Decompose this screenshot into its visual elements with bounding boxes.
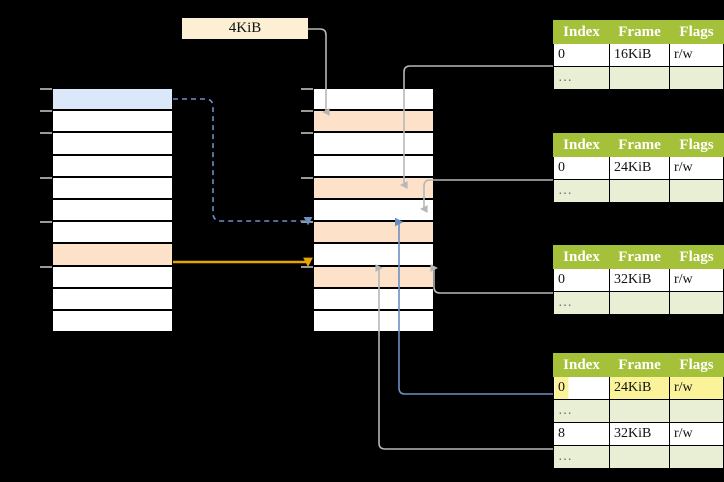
physical-memory-row (313, 176, 434, 199)
page-table-2-cell: 24KiB (609, 156, 670, 180)
page-size-label: 4KiB (182, 18, 308, 39)
page-table-1-cell: 0 (553, 43, 610, 67)
row-tick-mark (301, 265, 313, 268)
row-tick-mark (301, 110, 313, 113)
page-table-4-cell: 24KiB (609, 376, 670, 400)
virtual-address-space-row (52, 287, 173, 310)
physical-memory-row (313, 132, 434, 155)
row-tick-mark (301, 176, 313, 179)
virtual-address-space-row (52, 176, 173, 199)
page-table-4-cell: r/w (669, 422, 724, 446)
row-tick-mark (40, 265, 52, 268)
physical-memory-row (313, 199, 434, 222)
page-table-4-cell: 8 (553, 422, 610, 446)
page-table-1-cell (669, 66, 724, 90)
row-tick-mark (40, 132, 52, 135)
virtual-address-space-row (52, 221, 173, 244)
virtual-address-space-row (52, 110, 173, 133)
page-table-1-cell: … (553, 66, 610, 90)
page-table-4-cell: 0 (553, 376, 610, 400)
virtual-address-space-row (52, 132, 173, 155)
page-table-4-row: … (553, 445, 724, 469)
page-table-2-header-frame: Frame (609, 133, 670, 157)
page-table-4-cell (669, 399, 724, 423)
page-table-4-row: … (553, 399, 724, 423)
page-table-2-row: … (553, 179, 724, 203)
page-table-3-cell: r/w (669, 268, 724, 292)
page-table-4-cell: … (553, 399, 610, 423)
page-table-3-row: … (553, 291, 724, 315)
virtual-address-space-column (40, 88, 173, 333)
physical-memory-column (301, 88, 434, 333)
page-table-3-cell (609, 291, 670, 315)
page-table-2-cell (609, 179, 670, 203)
physical-memory-row (313, 287, 434, 310)
physical-memory-row (313, 310, 434, 333)
row-tick-mark (40, 110, 52, 113)
page-table-2-cell: 0 (553, 156, 610, 180)
row-tick-mark (301, 221, 313, 224)
page-table-3-cell: … (553, 291, 610, 315)
physical-memory-row (313, 88, 434, 111)
page-table-1-cell: r/w (669, 43, 724, 67)
virtual-address-space-row (52, 88, 173, 111)
virtual-address-space-row (52, 154, 173, 177)
row-tick-mark (40, 88, 52, 90)
page-table-3-cell: 0 (553, 268, 610, 292)
page-table-2-header-index: Index (553, 133, 610, 157)
page-table-4-header-index: Index (553, 353, 610, 377)
page-table-3-header-flags: Flags (669, 245, 724, 269)
virtual-address-space-row (52, 199, 173, 222)
page-table-1-header-frame: Frame (609, 20, 670, 44)
physical-memory-row (313, 265, 434, 288)
page-table-1-header-flags: Flags (669, 20, 724, 44)
page-table-3-header-frame: Frame (609, 245, 670, 269)
page-table-4-header-flags: Flags (669, 353, 724, 377)
page-table-2-cell: … (553, 179, 610, 203)
page-table-4-cell (609, 399, 670, 423)
page-table-1-row: … (553, 66, 724, 90)
page-table-4-cell: … (553, 445, 610, 469)
physical-memory-row (313, 221, 434, 244)
page-table-2-cell: r/w (669, 156, 724, 180)
page-table-3-cell: 32KiB (609, 268, 670, 292)
page-table-4-header-frame: Frame (609, 353, 670, 377)
virtual-address-space-row (52, 265, 173, 288)
page-table-2-cell (669, 179, 724, 203)
virtual-address-space-row (52, 243, 173, 266)
page-table-2-header-flags: Flags (669, 133, 724, 157)
page-table-4-cell: r/w (669, 376, 724, 400)
row-tick-mark (301, 132, 313, 135)
virtual-address-space-row (52, 310, 173, 333)
page-table-1-header-index: Index (553, 20, 610, 44)
physical-memory-row (313, 154, 434, 177)
row-tick-mark (40, 221, 52, 224)
page-table-4-cell (669, 445, 724, 469)
physical-memory-row (313, 243, 434, 266)
page-table-4-cell: 32KiB (609, 422, 670, 446)
physical-memory-row (313, 110, 434, 133)
row-tick-mark (301, 88, 313, 90)
page-table-3-cell (669, 291, 724, 315)
page-table-1-cell: 16KiB (609, 43, 670, 67)
row-tick-mark (40, 176, 52, 179)
page-table-3-header-index: Index (553, 245, 610, 269)
page-table-4-cell (609, 445, 670, 469)
page-table-1-cell (609, 66, 670, 90)
